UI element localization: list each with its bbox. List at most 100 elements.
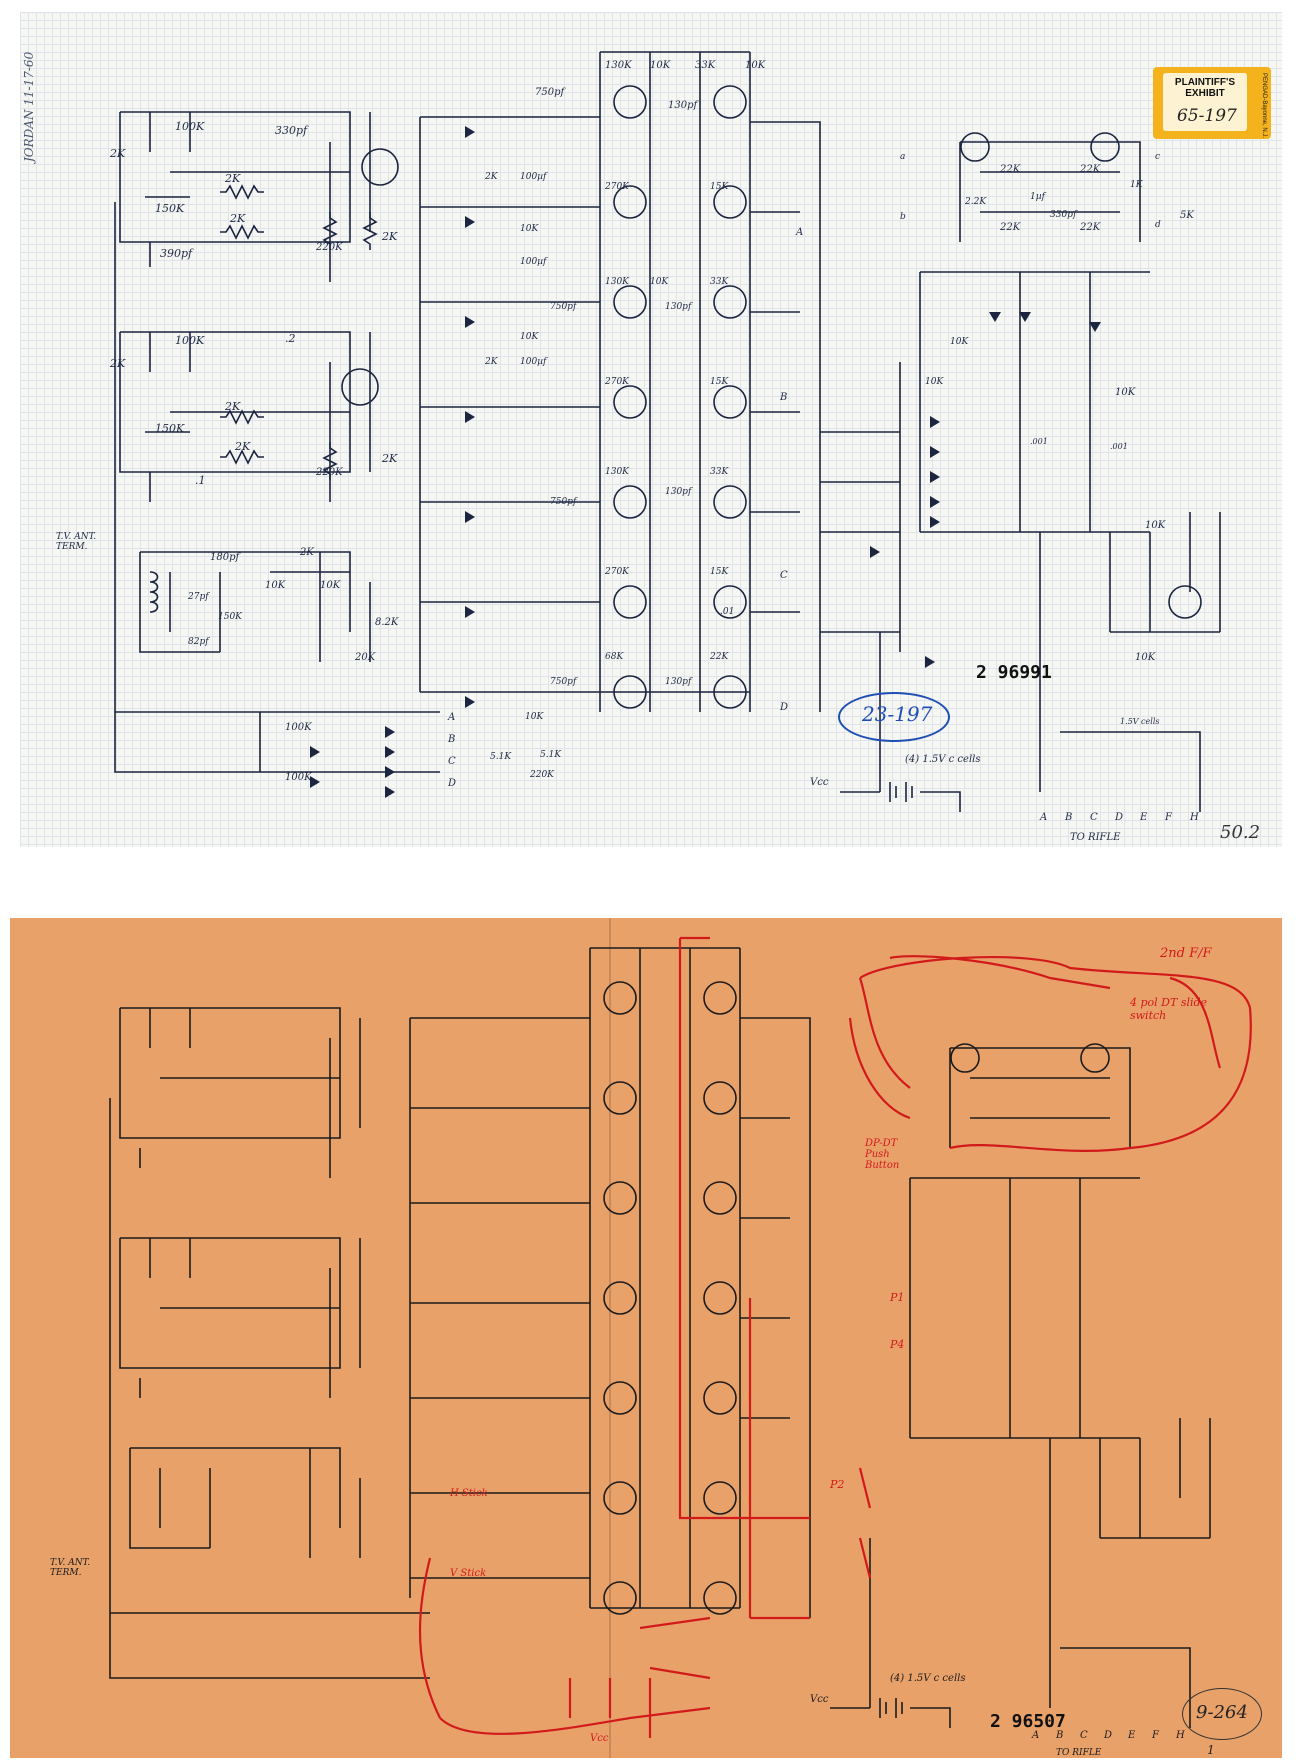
node-label: D: [448, 778, 457, 789]
component-value: .2: [285, 332, 296, 345]
component-value: 180pf: [210, 552, 240, 563]
component-value: 27pf: [188, 592, 209, 602]
vcc-label: Vcc: [810, 777, 829, 788]
column-output: D: [780, 702, 789, 713]
schematic-drawing-bottom: [109, 918, 1252, 1758]
diode-output: a: [900, 152, 906, 162]
component-value: 10K: [320, 580, 341, 591]
column-output: B: [780, 392, 788, 403]
circled-note-ring: [838, 692, 950, 742]
component-value: 100µf: [520, 257, 547, 267]
component-value: 15K: [710, 567, 729, 577]
red-note-p1: P1: [890, 1291, 905, 1304]
component-value: 2K: [225, 172, 241, 185]
diode-output: c: [1155, 152, 1161, 162]
margin-date-note: JORDAN 11-17-60: [22, 51, 36, 162]
rifle-terminal: D: [1104, 1730, 1113, 1741]
component-value: 330pf: [1050, 210, 1077, 220]
component-value: 22K: [1080, 222, 1101, 233]
component-value: 10K: [520, 224, 539, 234]
component-value: 150K: [155, 202, 185, 215]
component-value: 82pf: [188, 637, 209, 647]
component-value: 270K: [605, 567, 629, 577]
red-note-flipflop: 2nd F/F: [1160, 946, 1212, 961]
node-label: C: [448, 756, 456, 767]
node-label: B: [448, 734, 456, 745]
component-value: .001: [1030, 437, 1048, 446]
component-value: 10K: [925, 377, 944, 387]
component-value: 10K: [525, 712, 544, 722]
component-value: 130K: [605, 60, 632, 71]
rifle-terminal: F: [1152, 1730, 1159, 1741]
rifle-terminal: E: [1140, 812, 1148, 823]
component-value: 750pf: [550, 302, 577, 312]
component-value: 130K: [605, 467, 629, 477]
component-value: 10K: [520, 332, 539, 342]
component-value: 220K: [316, 242, 343, 253]
rifle-terminal: B: [1056, 1730, 1064, 1741]
circled-note-ring-bottom: [1182, 1688, 1262, 1740]
component-value: 10K: [950, 337, 969, 347]
component-value: 100K: [285, 722, 312, 733]
component-value: 100µf: [520, 172, 547, 182]
exhibit-line2: EXHIBIT: [1185, 88, 1225, 99]
page-number-bottom: 1: [1207, 1743, 1215, 1757]
component-value: 750pf: [550, 677, 577, 687]
component-value: 10K: [650, 60, 671, 71]
component-value: .01: [720, 607, 735, 617]
component-value: .1: [195, 474, 206, 487]
node-label: A: [448, 712, 456, 723]
serial-stamp-bottom: 2 96507: [990, 1711, 1066, 1732]
exhibit-maker: PENGAD-Bayonne, N.J.: [1261, 73, 1267, 139]
component-value: 2K: [235, 440, 251, 453]
red-note-vcc: Vcc: [590, 1733, 609, 1744]
component-value: 15K: [710, 182, 729, 192]
component-value: 2K: [485, 357, 498, 367]
component-value: 5.1K: [540, 750, 562, 760]
component-value: 2K: [225, 400, 241, 413]
component-value: 8.2K: [375, 617, 399, 628]
component-value: 10K: [1135, 652, 1156, 663]
component-value: 10K: [1145, 520, 1166, 531]
component-value: 2K: [300, 547, 314, 558]
vcc-label-bottom: Vcc: [810, 1694, 829, 1705]
rifle-terminal: A: [1040, 812, 1048, 823]
red-note-h-stick: H Stick: [450, 1488, 488, 1499]
component-value: 1.5V cells: [1120, 717, 1160, 726]
component-value: 1K: [1130, 180, 1143, 190]
red-note-p2: P2: [830, 1478, 845, 1491]
column-output: A: [796, 227, 804, 238]
rifle-terminal: F: [1165, 812, 1172, 823]
rifle-terminal: B: [1065, 812, 1073, 823]
component-value: 150K: [218, 612, 242, 622]
tv-antenna-label: T.V. ANT. TERM.: [56, 532, 97, 552]
component-value: 130pf: [665, 487, 692, 497]
component-value: 10K: [1115, 387, 1136, 398]
component-value: 100K: [175, 120, 205, 133]
red-note-v-stick: V Stick: [450, 1568, 487, 1579]
component-value: 150K: [155, 422, 185, 435]
component-value: 270K: [605, 182, 629, 192]
circled-note: 23-197: [862, 702, 933, 726]
component-value: 10K: [650, 277, 669, 287]
component-value: 33K: [710, 277, 729, 287]
serial-stamp: 2 96991: [976, 662, 1052, 683]
component-value: 2.2K: [965, 197, 987, 207]
rifle-terminal: H: [1176, 1730, 1185, 1741]
battery-note: (4) 1.5V c cells: [905, 754, 981, 765]
component-value: 100K: [175, 334, 205, 347]
component-value: .001: [1110, 442, 1128, 451]
schematic-sheet-bottom: 2 96507 9-264 1 T.V. ANT. TERM. (4) 1.5V…: [10, 918, 1282, 1758]
rifle-terminal: C: [1080, 1730, 1088, 1741]
red-note-slide-switch: 4 pol DT slide switch: [1130, 996, 1208, 1022]
rifle-terminal: A: [1032, 1730, 1040, 1741]
component-value: 15K: [710, 377, 729, 387]
component-value: 750pf: [535, 87, 565, 98]
red-note-p4: P4: [890, 1338, 905, 1351]
component-value: 2K: [110, 357, 126, 370]
component-value: 100K: [285, 772, 312, 783]
component-value: 1µf: [1030, 192, 1045, 202]
component-value: 10K: [745, 60, 766, 71]
component-value: 2K: [485, 172, 498, 182]
